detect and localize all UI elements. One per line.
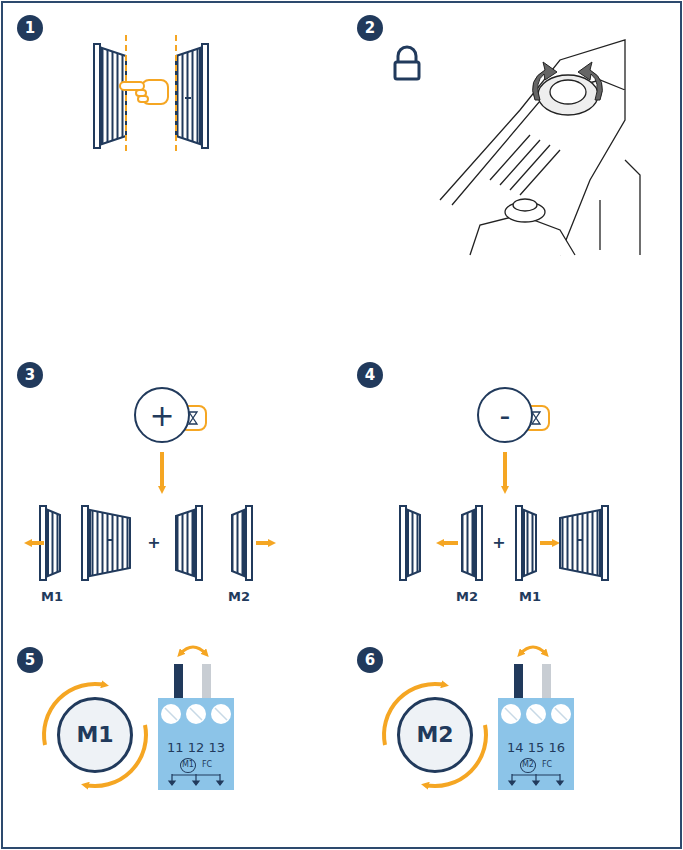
terminal-label: 14 15 16 M2 FC bbox=[498, 738, 574, 790]
terminal-arrows bbox=[500, 774, 572, 786]
callout-number: 3 bbox=[25, 368, 35, 383]
motor-label: M1 bbox=[519, 590, 541, 603]
terminal-symbol-row: M2 FC bbox=[520, 758, 552, 773]
motor-circle: M2 bbox=[397, 697, 473, 773]
node-text: - bbox=[500, 399, 511, 432]
motor-circle: M1 bbox=[57, 697, 133, 773]
callout-number: 6 bbox=[365, 653, 375, 668]
push-button: + bbox=[134, 387, 190, 443]
terminal-symbol-text: M2 bbox=[520, 758, 536, 773]
plus-sign: + bbox=[492, 535, 505, 551]
callout-number: 2 bbox=[365, 21, 375, 36]
motor-label: M2 bbox=[228, 590, 250, 603]
callout-number: 1 bbox=[25, 21, 35, 36]
terminal-symbol-text: FC bbox=[542, 761, 552, 770]
terminal-numbers: 11 12 13 bbox=[167, 741, 225, 755]
node-text: M1 bbox=[76, 723, 113, 747]
motor-label: M1 bbox=[41, 590, 63, 603]
terminal-arrows bbox=[160, 774, 232, 786]
plus-sign: + bbox=[147, 535, 160, 551]
terminal-symbol-text: FC bbox=[202, 761, 212, 770]
motor-label: M2 bbox=[456, 590, 478, 603]
push-button: - bbox=[477, 387, 533, 443]
callout-number: 4 bbox=[365, 368, 375, 383]
callout-number: 5 bbox=[25, 653, 35, 668]
terminal-symbol-text: M1 bbox=[180, 758, 196, 773]
node-text: + bbox=[149, 399, 174, 432]
terminal-label: 11 12 13 M1 FC bbox=[158, 738, 234, 790]
node-text: M2 bbox=[416, 723, 453, 747]
terminal-symbol-row: M1 FC bbox=[180, 758, 212, 773]
terminal-numbers: 14 15 16 bbox=[507, 741, 565, 755]
